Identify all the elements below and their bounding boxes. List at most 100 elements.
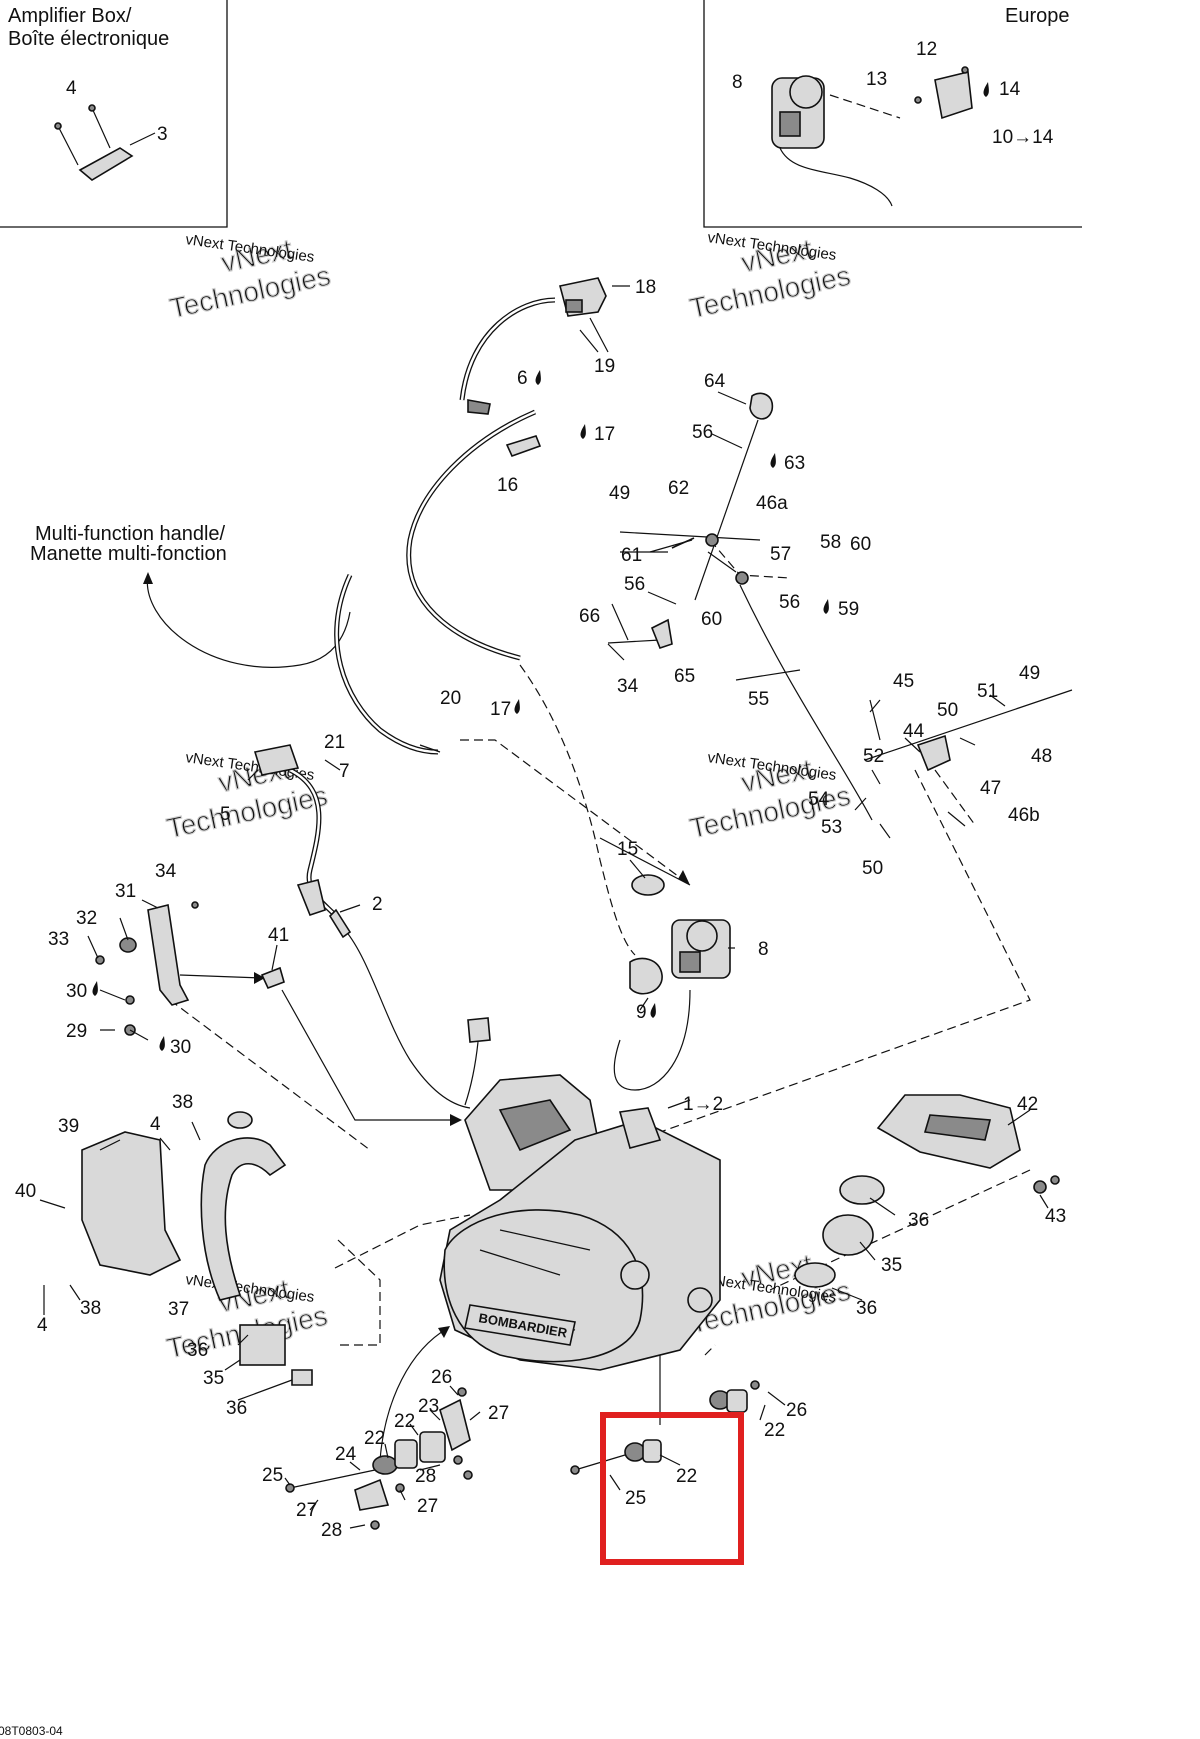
callout-number: 36: [226, 1398, 247, 1419]
callout-number: 26: [786, 1400, 807, 1421]
shift-lever-part: [916, 734, 951, 772]
callout-number: 33: [48, 929, 69, 950]
ignition-coil-part: [253, 744, 300, 776]
callout-number: 19: [594, 356, 615, 377]
callout-number: 17: [490, 699, 511, 720]
callout-number: 35: [203, 1368, 224, 1389]
drop-icon: [650, 1003, 656, 1018]
amplifier-box-panel: Amplifier Box/ Boîte électronique: [0, 0, 228, 228]
spark-plug-part: [296, 879, 352, 939]
callout-number: 56: [779, 592, 800, 613]
callout-number: 53: [821, 817, 842, 838]
callout-number: 35: [881, 1255, 902, 1276]
callout-number: 18: [635, 277, 656, 298]
callout-number: 64: [704, 371, 726, 392]
callout-number: 20: [440, 688, 461, 709]
callout-number: 24: [335, 1444, 357, 1465]
callout-number: 21: [324, 732, 345, 753]
amplifier-title-line2: Boîte électronique: [8, 28, 169, 50]
drop-icons: [92, 82, 989, 1051]
watermark-line1: vNext: [738, 233, 815, 278]
callout-number: 27: [417, 1496, 438, 1517]
handle-caption-line1: Multi-function handle/: [35, 523, 226, 545]
callout-number: 4: [66, 78, 77, 99]
drop-icon: [580, 424, 586, 439]
air-intake-part: [794, 1094, 1060, 1288]
callout-number: 22: [364, 1428, 385, 1449]
amplifier-title-line1: Amplifier Box/: [8, 5, 132, 27]
callout-number: 46a: [756, 493, 788, 514]
connector-part: [467, 399, 491, 415]
carburetor-part: [629, 874, 731, 995]
callout-number: 8: [732, 72, 743, 93]
handle-caption: Multi-function handle/ Manette multi-fon…: [30, 523, 351, 668]
engine-mount-lower-left: [285, 1387, 473, 1530]
exhaust-pipe-part: [200, 1111, 313, 1386]
callout-number: 25: [262, 1465, 283, 1486]
engine-mount-bracket-part: [95, 901, 199, 1036]
callout-number: 28: [415, 1466, 436, 1487]
callout-number: 47: [980, 778, 1001, 799]
parts-diagram: Amplifier Box/ Boîte électronique Europe…: [0, 0, 1082, 1738]
engine-mount-lower-right: [570, 1380, 760, 1475]
callout-number: 26: [431, 1367, 452, 1388]
callout-number: 5: [220, 804, 231, 825]
boot-part: [505, 435, 542, 458]
callout-number: 62: [668, 478, 689, 499]
callout-number: 56: [692, 422, 713, 443]
callout-number: 36: [856, 1298, 877, 1319]
callout-number: 54: [808, 789, 830, 810]
shift-linkage: [539, 392, 1073, 1176]
callout-number: 36: [187, 1340, 208, 1361]
callout-number: 49: [609, 483, 630, 504]
heat-shield-part: [81, 1131, 182, 1276]
callout-number: 30: [66, 981, 87, 1002]
callout-number: 49: [1019, 663, 1040, 684]
callout-number: 39: [58, 1116, 79, 1137]
callout-number: 60: [850, 534, 871, 555]
callout-number: 22: [394, 1411, 415, 1432]
callout-number: 40: [15, 1181, 36, 1202]
callout-number: 29: [66, 1021, 87, 1042]
drop-icon: [92, 981, 98, 996]
callout-number: 7: [339, 761, 350, 782]
callout-number: 22: [676, 1466, 697, 1487]
callout-number: 50: [862, 858, 883, 879]
callout-number: 52: [863, 746, 884, 767]
callout-number: 27: [296, 1500, 317, 1521]
callout-number: 57: [770, 544, 791, 565]
drop-icon: [514, 699, 520, 714]
callout-number: 34: [617, 676, 639, 697]
callout-number: 59: [838, 599, 859, 620]
callout-number: 10→14: [992, 127, 1054, 148]
callout-number: 63: [784, 453, 805, 474]
callout-number: 3: [157, 124, 168, 145]
callout-number: 41: [268, 925, 289, 946]
callout-number: 8: [758, 939, 769, 960]
clip-part: [260, 966, 285, 990]
drop-icon: [983, 82, 989, 97]
callout-number: 43: [1045, 1206, 1066, 1227]
callout-number: 48: [1031, 746, 1052, 767]
callout-number: 28: [321, 1520, 342, 1541]
shift-knob-part: [749, 392, 774, 420]
figure-code: 08T0803-04: [0, 1724, 63, 1738]
europe-panel: Europe: [703, 0, 1082, 228]
drop-icon: [535, 370, 541, 385]
watermarks: vNext Technologies vNext Technologies vN…: [163, 229, 854, 1365]
callout-number: 9: [636, 1002, 647, 1023]
callout-number: 25: [625, 1488, 646, 1509]
callout-number: 16: [497, 475, 518, 496]
callout-number: 61: [621, 545, 642, 566]
callout-number: 13: [866, 69, 887, 90]
callout-number: 4: [150, 1114, 161, 1135]
callout-number: 32: [76, 908, 97, 929]
amplifier-box-part: [78, 147, 134, 181]
callout-number: 2: [372, 894, 383, 915]
callout-number: 46b: [1008, 805, 1040, 826]
callout-number: 44: [903, 721, 925, 742]
drop-icon: [823, 599, 829, 614]
callout-number: 56: [624, 574, 645, 595]
engine-part: BOMBARDIER: [439, 1017, 721, 1371]
callout-number: 6: [517, 368, 528, 389]
